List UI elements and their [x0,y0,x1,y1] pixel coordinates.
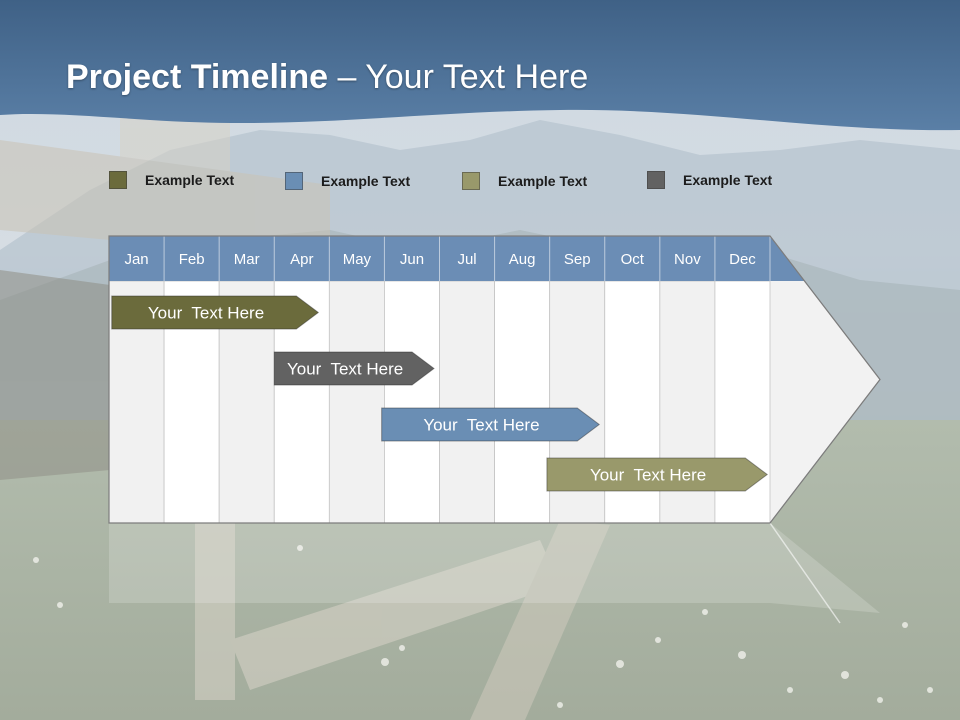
month-label: Oct [621,251,645,268]
task-label: Your Text Here [590,466,706,485]
task-arrow [273,351,435,386]
legend-swatch [462,172,480,190]
legend-item: Example Text [647,170,772,190]
task-arrow [381,407,601,442]
title-banner [0,0,960,131]
task-arrow [111,295,320,330]
legend-label: Example Text [498,173,588,189]
legend-label: Example Text [321,173,411,189]
month-label: Apr [290,251,313,268]
legend-swatch [109,171,127,189]
month-label: Mar [234,251,260,268]
month-label: Nov [674,251,701,268]
month-label: Dec [729,251,756,268]
month-label: Jan [124,251,148,268]
task-label: Your Text Here [148,304,264,323]
month-label: Aug [509,251,536,268]
month-label: Feb [179,251,205,268]
legend-label: Example Text [145,172,235,188]
month-column [384,280,440,524]
legend-item: Example Text [462,171,587,191]
task-arrow [546,457,769,492]
month-label: Sep [564,251,591,268]
task-label: Your Text Here [287,360,403,379]
month-header [109,236,805,281]
title-bold: Project Timeline [66,58,329,96]
month-label: Jul [457,251,476,268]
month-column [439,280,495,524]
legend-item: Example Text [285,171,410,191]
arrow-outline [108,235,881,524]
title-rest: – Your Text Here [328,58,589,96]
month-column [494,280,551,524]
reflection-edge [769,522,841,624]
month-column [328,280,385,524]
legend-swatch [285,172,303,190]
legend-item: Example Text [109,170,234,190]
month-label: Jun [400,251,424,268]
chart-reflection [109,523,880,613]
task-label: Your Text Here [423,416,539,435]
wildflowers [33,545,933,708]
legend-swatch [647,171,665,189]
month-label: May [343,251,372,268]
page-title: Project Timeline – Your Text Here [66,58,588,97]
legend-label: Example Text [683,172,773,188]
